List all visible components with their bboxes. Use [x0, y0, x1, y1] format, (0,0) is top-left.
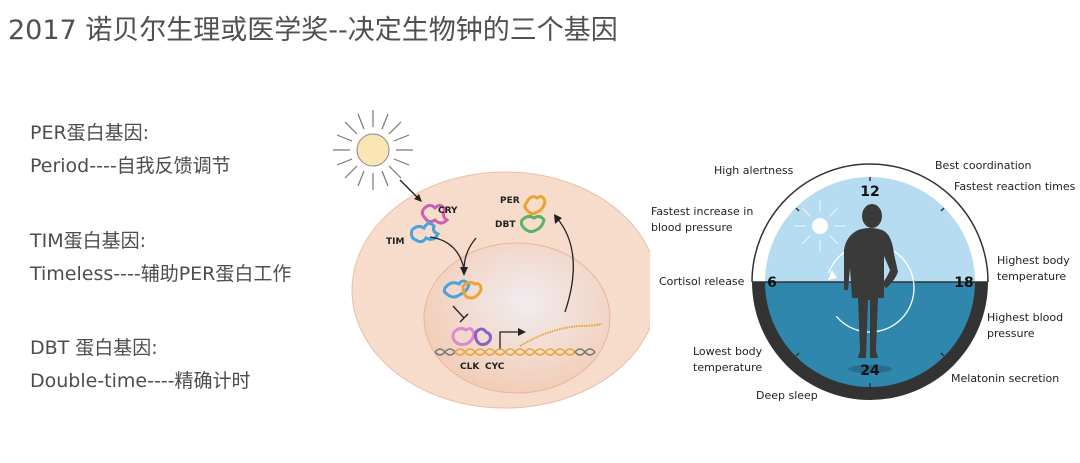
sun-icon — [333, 110, 413, 190]
gene-dbt-description: Double-time----精确计时 — [30, 370, 251, 392]
dbt-protein — [519, 214, 546, 234]
per-label: PER — [500, 196, 520, 206]
export-arrow — [556, 217, 574, 313]
gene-dbt-heading: DBT 蛋白基因: — [30, 337, 158, 359]
gene-per-heading: PER蛋白基因: — [30, 122, 150, 144]
annotation-cortisol: Cortisol release — [659, 275, 745, 288]
clock-ticks — [795, 177, 945, 387]
annotation-highest-bp-2: pressure — [987, 327, 1035, 340]
cry-protein — [420, 203, 450, 225]
annotation-lowest-temp-1: Lowest body — [693, 345, 763, 358]
clk-protein — [451, 326, 476, 346]
inhibition-mark — [452, 305, 469, 323]
hour-24: 24 — [860, 363, 880, 379]
tim-protein — [410, 221, 441, 244]
person-silhouette — [844, 204, 898, 373]
annotation-fastest-bp-2: blood pressure — [651, 221, 733, 234]
gene-tim-heading: TIM蛋白基因: — [30, 230, 147, 252]
cyc-label: CYC — [485, 362, 505, 372]
cry-label: CRY — [438, 206, 458, 216]
annotation-lowest-temp-2: temperature — [693, 361, 763, 374]
gene-tim-description: Timeless----辅助PER蛋白工作 — [30, 263, 292, 285]
cyc-protein — [474, 327, 492, 346]
per-protein — [523, 195, 547, 216]
dna-strand — [434, 348, 596, 356]
gene-per-description: Period----自我反馈调节 — [30, 155, 231, 177]
clk-label: CLK — [460, 362, 480, 372]
circadian-clock: 12 6 18 24 — [751, 163, 989, 400]
tim-label: TIM — [386, 237, 404, 247]
sun-icon — [794, 200, 846, 252]
slide-title: 2017 诺贝尔生理或医学奖--决定生物钟的三个基因 — [8, 15, 618, 46]
annotation-high-alertness: High alertness — [714, 164, 794, 177]
annotation-deep-sleep: Deep sleep — [756, 389, 818, 402]
annotation-highest-temp-2: temperature — [997, 270, 1067, 283]
annotation-fastest-bp-1: Fastest increase in — [651, 205, 754, 218]
hour-12: 12 — [860, 184, 879, 200]
annotation-best-coordination: Best coordination — [935, 159, 1032, 172]
light-arrow — [399, 179, 422, 202]
hour-18: 18 — [954, 275, 973, 291]
annotation-highest-temp-1: Highest body — [997, 254, 1070, 267]
annotation-melatonin: Melatonin secretion — [951, 372, 1060, 385]
dbt-label: DBT — [495, 220, 516, 230]
tim-per-complex — [442, 279, 483, 300]
annotation-highest-bp-1: Highest blood — [987, 311, 1064, 324]
transcription-arrow — [499, 328, 526, 350]
hour-6: 6 — [767, 275, 777, 291]
nucleus — [423, 242, 611, 394]
annotation-fastest-reaction: Fastest reaction times — [954, 180, 1076, 193]
mrna-strand — [519, 323, 603, 347]
cell-diagram: CRY TIM PER DBT — [333, 110, 650, 409]
